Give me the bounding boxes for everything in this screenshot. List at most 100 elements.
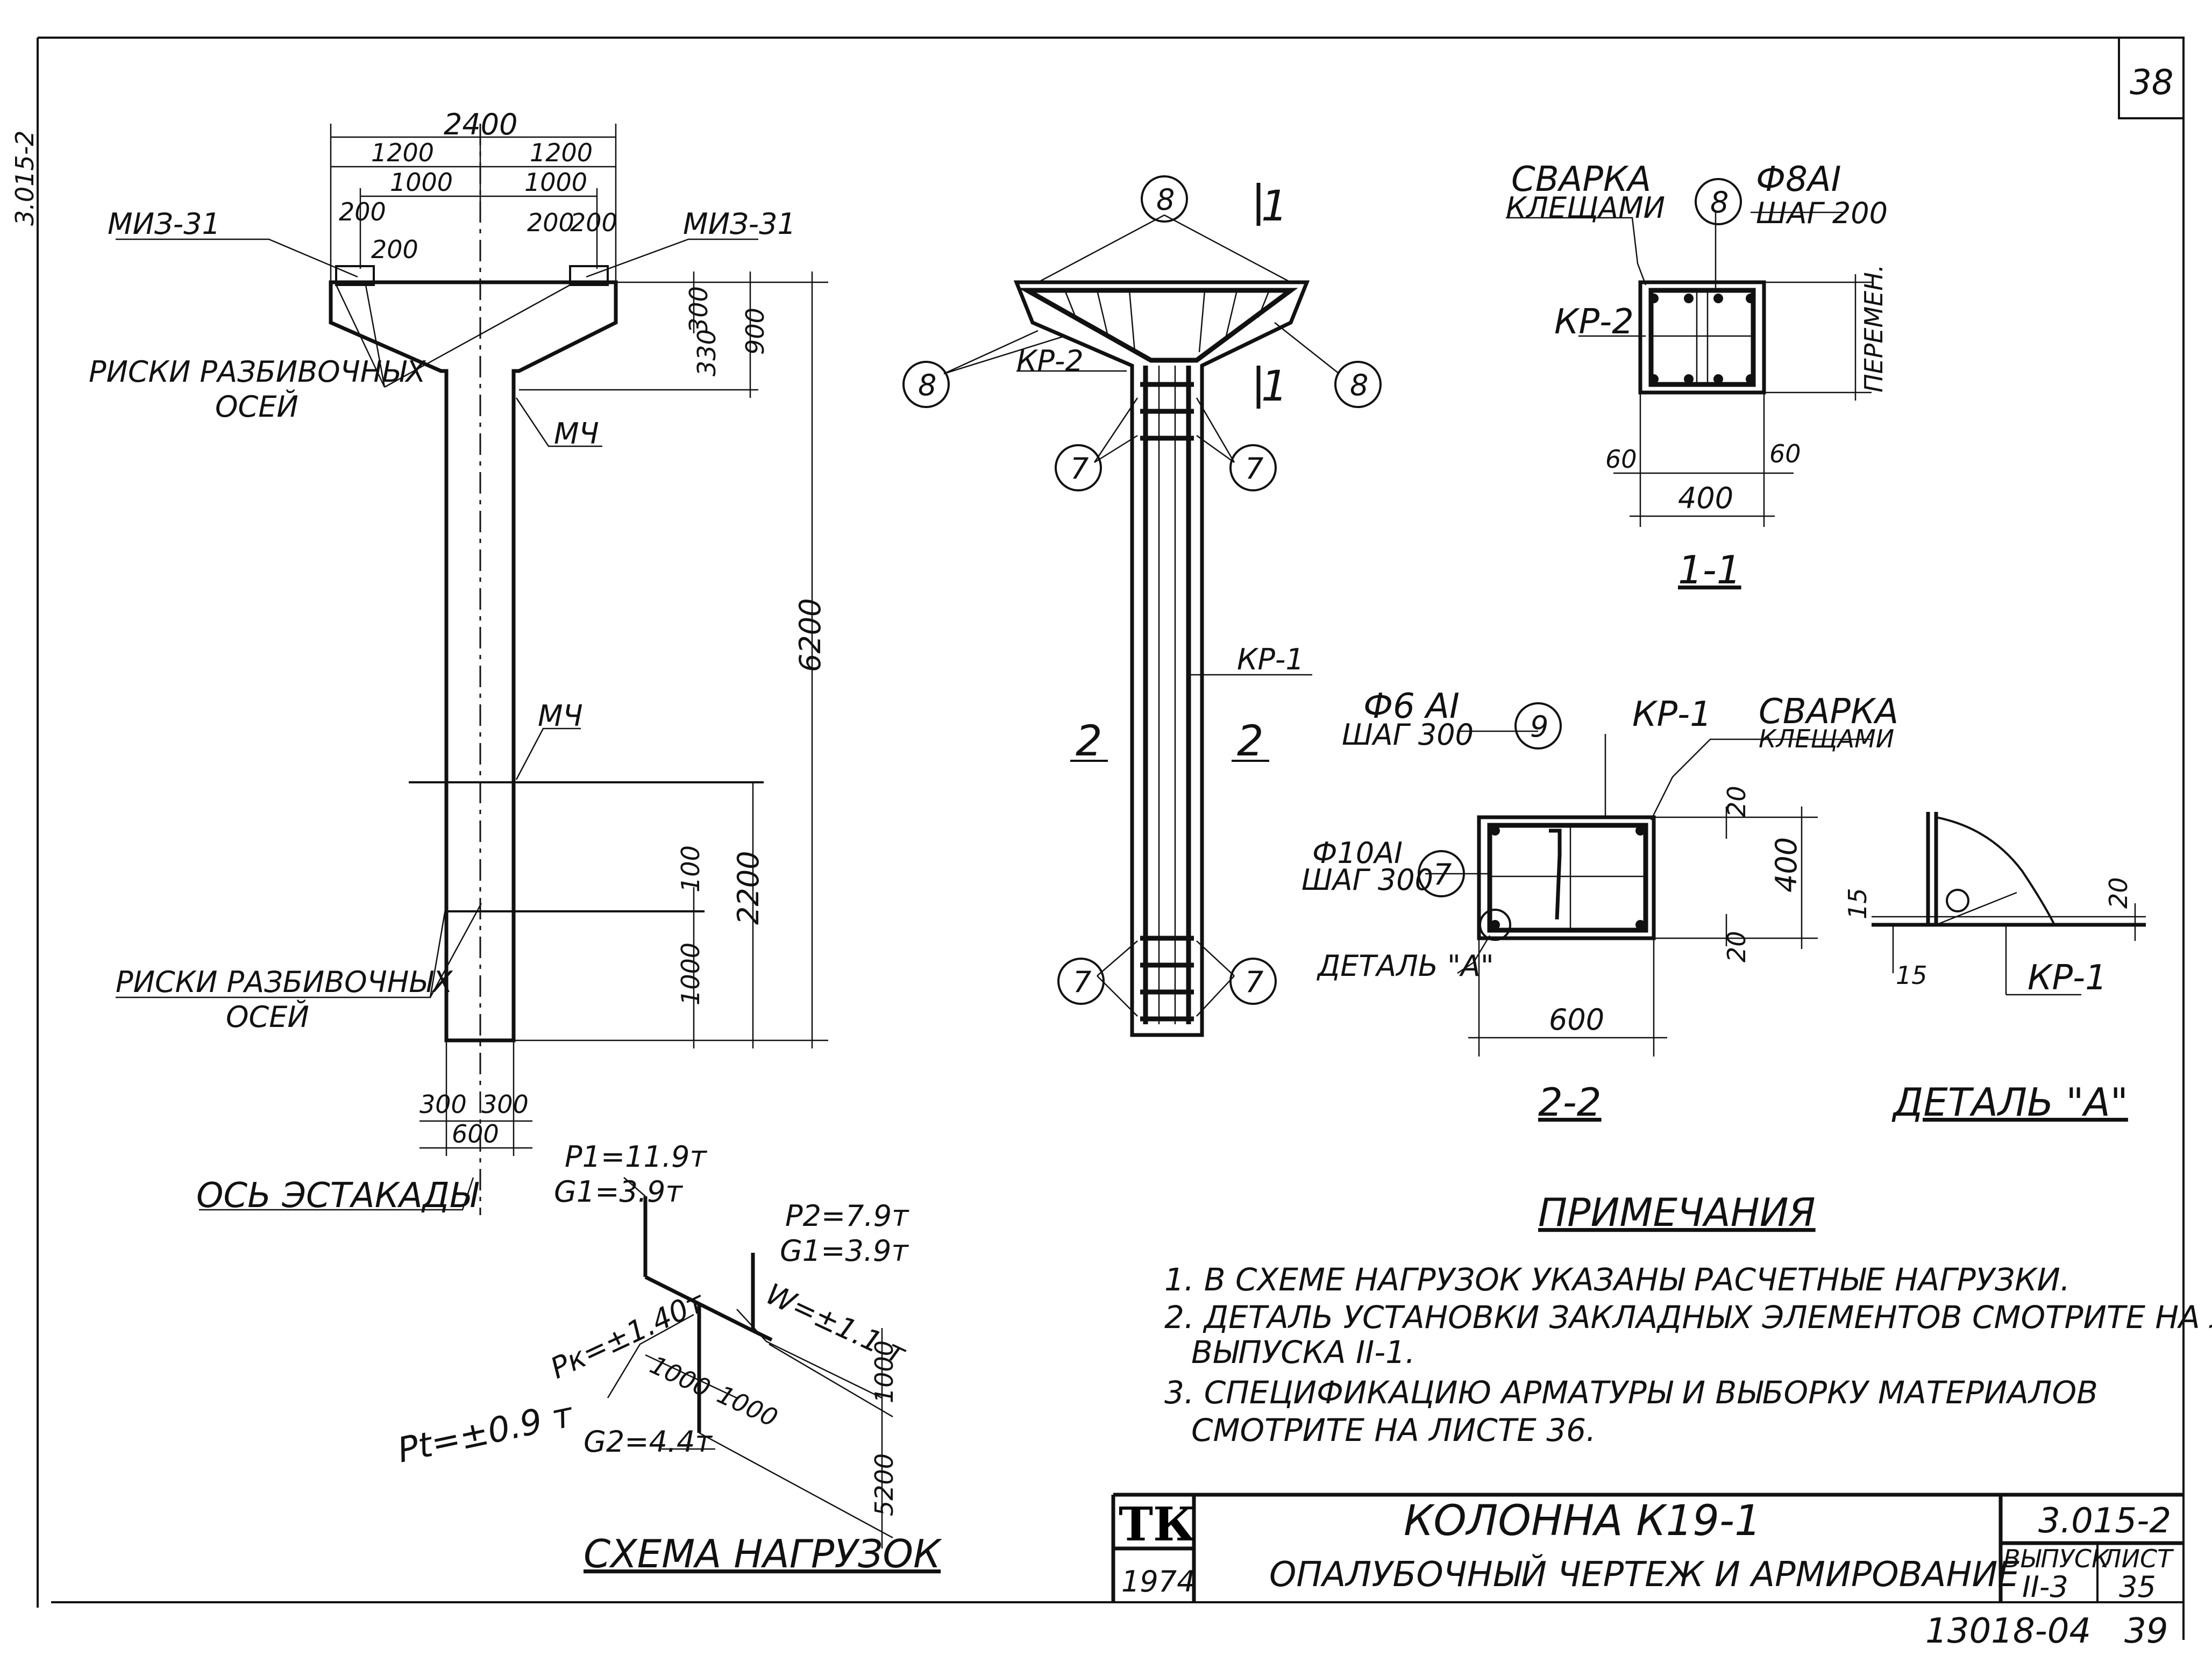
s22-600: 600 (1549, 1003, 1604, 1037)
s11-bar-2: ШАГ 200 (1756, 196, 1888, 230)
sheet-frame (37, 37, 2185, 1640)
load-title: СХЕМА НАГРУЗОК (584, 1531, 942, 1576)
load-d1000b: 1000 (713, 1380, 782, 1432)
dim-100: 100 (676, 845, 705, 893)
label-axis-estakada: ОСЬ ЭСТАКАДЫ (196, 1176, 479, 1216)
pos8-left: 8 (918, 368, 936, 402)
section-1-1 (1506, 178, 1872, 527)
s22-detail: ДЕТАЛЬ "А" (1317, 949, 1494, 983)
section-2-2 (1418, 702, 1872, 1057)
title-sheet: 35 (2119, 1570, 2156, 1604)
s11-400: 400 (1678, 481, 1733, 515)
label-mch-top: МЧ (554, 417, 599, 451)
title-issue-label: ВЫПУСК (2003, 1544, 2110, 1573)
load-d1000a: 1000 (645, 1350, 715, 1403)
pos7-bot-right: 7 (1245, 965, 1263, 999)
s22-pos9: 9 (1530, 710, 1548, 744)
title-issue: II-3 (2022, 1570, 2068, 1604)
section-1-1-outline (1638, 280, 1766, 395)
s11-variable: ПЕРЕМЕН. (1859, 265, 1888, 392)
load-d5200: 5200 (870, 1453, 899, 1516)
title-year: 1974 (1121, 1565, 1195, 1598)
s11-kr2: КР-2 (1554, 302, 1634, 342)
load-scheme (607, 1177, 893, 1548)
det-20: 20 (2104, 877, 2133, 909)
s11-60b: 60 (1769, 439, 1801, 468)
load-g1b: G1=3.9т (780, 1234, 909, 1268)
dim-200-r1: 200 (527, 208, 574, 237)
dim-330: 330 (692, 329, 721, 376)
label-risk-top-1: РИСКИ РАЗБИВОЧНЫХ (89, 355, 426, 389)
load-p2: P2=7.9т (785, 1199, 909, 1233)
title-series: 3.015-2 (2038, 1501, 2171, 1541)
pos7-bot-left: 7 (1073, 965, 1091, 999)
label-risk-top-2: ОСЕЙ (215, 390, 298, 424)
dim-1000-right: 1000 (524, 168, 587, 197)
dim-2400: 2400 (444, 108, 517, 141)
dim-6200: 6200 (793, 598, 827, 672)
s22-20b: 20 (1722, 931, 1751, 962)
dim-1200-right: 1200 (530, 138, 593, 167)
label-mch-mid: МЧ (538, 699, 583, 733)
s22-weld-1: СВАРКА (1759, 692, 1898, 732)
det-title: ДЕТАЛЬ "А" (1891, 1080, 2128, 1125)
s11-bar-1: Ф8АI (1756, 160, 1841, 199)
pos8-right: 8 (1350, 368, 1368, 402)
dim-1000: 1000 (676, 943, 705, 1005)
title-name: КОЛОННА К19-1 (1404, 1497, 1761, 1545)
plate-left (335, 265, 375, 286)
column-elevation (116, 124, 828, 1215)
note-2-cont: ВЫПУСКА II-1. (1191, 1334, 1415, 1371)
label-miz31-right: МИЗ-31 (683, 207, 796, 241)
dim-900: 900 (741, 308, 770, 355)
detail-a (1872, 812, 2146, 996)
note-3: 3. СПЕЦИФИКАЦИЮ АРМАТУРЫ И ВЫБОРКУ МАТЕР… (1164, 1374, 2098, 1411)
label-risk-bot-2: ОСЕЙ (226, 1000, 309, 1034)
s22-title: 2-2 (1538, 1080, 1602, 1125)
s22-bar7-2: ШАГ 300 (1301, 863, 1433, 897)
dim-2200: 2200 (731, 851, 765, 925)
section-2-left: 2 (1076, 717, 1103, 766)
s11-pos8: 8 (1710, 185, 1729, 219)
s22-bar9-1: Ф6 АI (1363, 687, 1460, 726)
s22-bar7-1: Ф10АI (1312, 836, 1403, 870)
stamp-number: 13018-04 (1925, 1611, 2091, 1651)
load-p1: P1=11.9т (565, 1140, 707, 1174)
s22-kr1: КР-1 (1632, 695, 1712, 734)
dim-1200-left: 1200 (371, 138, 434, 167)
pos8-top: 8 (1156, 183, 1175, 217)
det-15a: 15 (1843, 888, 1872, 919)
load-pt: Pt=±0.9 т (394, 1395, 577, 1471)
s11-60a: 60 (1605, 445, 1637, 474)
section-2-2-outline (1477, 815, 1656, 940)
title-block (1111, 1493, 2183, 1602)
note-1: 1. В СХЕМЕ НАГРУЗОК УКАЗАНЫ РАСЧЕТНЫЕ НА… (1164, 1261, 2070, 1298)
s22-weld-2: КЛЕЩАМИ (1759, 724, 1894, 753)
weld-label-1: СВАРКА (1511, 160, 1651, 199)
s22-bar9-2: ШАГ 300 (1342, 718, 1474, 752)
pos7-top-right: 7 (1245, 452, 1263, 486)
s22-pos7: 7 (1433, 858, 1452, 891)
det-kr1: КР-1 (2028, 958, 2107, 998)
dim-200-r2: 200 (570, 208, 617, 237)
dim-300-base-a: 300 (419, 1090, 467, 1119)
load-g2: G2=4.4т (584, 1425, 713, 1459)
s11-title: 1-1 (1678, 547, 1741, 593)
label-kr2: КР-2 (1016, 344, 1084, 378)
pos7-top-left: 7 (1070, 452, 1089, 486)
column-head-outline (329, 280, 618, 1043)
corner-sheet-number: 38 (2130, 63, 2173, 103)
reinforcement-view (902, 175, 1382, 1037)
dim-200-l2: 200 (371, 235, 418, 264)
dim-300-base-b: 300 (481, 1090, 529, 1119)
det-15b: 15 (1896, 961, 1928, 990)
left-margin-note: 3.015-2 (10, 130, 39, 226)
dim-1000-left: 1000 (390, 168, 453, 197)
section-1-right: 1 (1261, 362, 1288, 411)
dim-600-base: 600 (452, 1119, 499, 1148)
s22-400: 400 (1769, 837, 1803, 893)
dim-300: 300 (684, 286, 713, 333)
cage-kr2 (1018, 288, 1298, 363)
reinforcement-outline (1013, 280, 1310, 1037)
